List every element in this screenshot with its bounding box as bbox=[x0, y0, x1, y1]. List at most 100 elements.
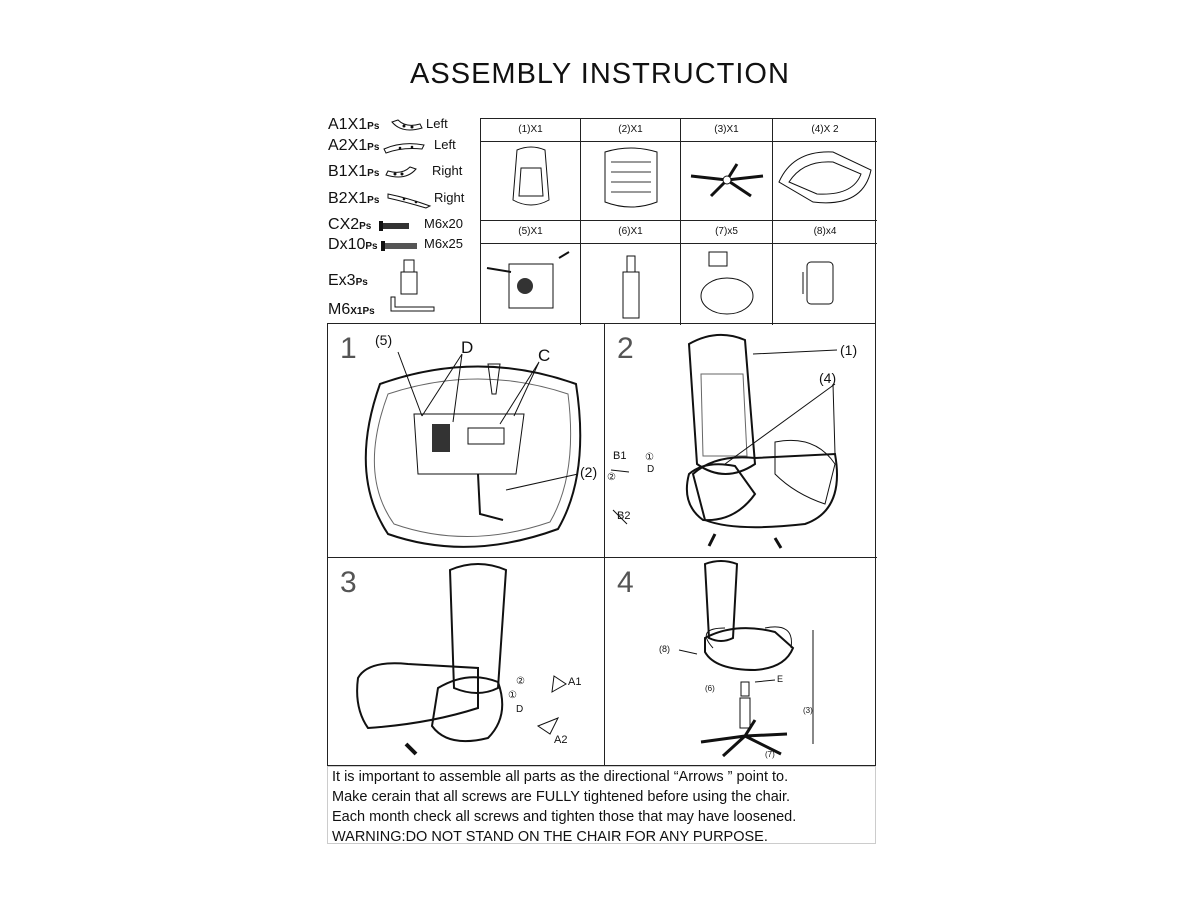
step-2: 2 (1) (4) B1 B2 D ① ② bbox=[605, 324, 877, 558]
hardware-code: B1 bbox=[328, 163, 348, 180]
assembly-notes: It is important to assemble all parts as… bbox=[327, 766, 876, 845]
callout-screw-c: C bbox=[538, 346, 551, 365]
callout-armrest-b2: B2 bbox=[617, 510, 631, 522]
step-1: 1 (5) D C (2) bbox=[328, 324, 605, 558]
armrest-cap-icon bbox=[391, 119, 423, 131]
assembly-steps: 1 (5) D C (2) 2 (1) (4) bbox=[327, 323, 877, 766]
armrest-cover-icon bbox=[383, 143, 425, 154]
step-1-illustration bbox=[364, 351, 582, 548]
hardware-unit: Ps bbox=[365, 241, 378, 252]
hardware-qty: x3 bbox=[338, 272, 356, 289]
step-4: 4 (8) E (6) (3) (7) bbox=[605, 558, 877, 765]
hardware-unit: Ps bbox=[367, 121, 380, 132]
part-label: (1)X1 bbox=[481, 119, 580, 142]
cap-plug-icon bbox=[802, 261, 834, 305]
hardware-unit: Ps bbox=[367, 168, 380, 179]
hardware-qty: x10 bbox=[339, 236, 366, 253]
callout-screw-d: D bbox=[461, 338, 474, 357]
hardware-label: M6x20 bbox=[424, 216, 464, 231]
hardware-unit: Ps bbox=[355, 277, 368, 288]
hardware-item-d: Dx10Ps M6x25 bbox=[328, 236, 478, 258]
hardware-unit: Ps bbox=[367, 195, 380, 206]
mechanism-icon bbox=[486, 251, 570, 309]
parts-grid: (1)X1 (2)X1 (3)X1 (4)X 2 (5)X1 (6)X1 (7)… bbox=[480, 118, 877, 325]
part-cell-1: (1)X1 bbox=[481, 119, 581, 221]
hardware-label: Right bbox=[434, 190, 465, 205]
hardware-code: C bbox=[328, 216, 340, 233]
step-number: 2 bbox=[617, 332, 634, 365]
part-label: (6)X1 bbox=[581, 221, 680, 244]
step-2-illustration bbox=[610, 333, 838, 549]
callout-part-5: (5) bbox=[375, 332, 393, 348]
callout-armrest-a1: A1 bbox=[568, 676, 582, 688]
step-3-illustration bbox=[356, 563, 567, 756]
hardware-unit: Ps bbox=[367, 142, 380, 153]
part-cell-4: (4)X 2 bbox=[773, 119, 877, 221]
callout-armrest-b1: B1 bbox=[613, 450, 627, 462]
hardware-qty: X1 bbox=[347, 163, 368, 180]
backrest-icon bbox=[512, 146, 550, 206]
callout-part-7: (7) bbox=[765, 750, 775, 759]
callout-part-6: (6) bbox=[705, 684, 715, 693]
caster-icon bbox=[700, 251, 754, 315]
hardware-qty: X1 bbox=[347, 116, 368, 133]
note-line: Make cerain that all screws are FULLY ti… bbox=[332, 789, 791, 805]
part-label: (5)X1 bbox=[481, 221, 580, 244]
armrest-cover-icon bbox=[387, 193, 432, 209]
warning-line: WARNING:DO NOT STAND ON THE CHAIR FOR AN… bbox=[332, 829, 768, 845]
screw-icon bbox=[379, 221, 409, 231]
step-4-illustration bbox=[678, 560, 814, 758]
step-number: 1 bbox=[340, 332, 357, 365]
callout-step-two: ② bbox=[516, 676, 525, 687]
hardware-code: D bbox=[328, 236, 340, 253]
part-cell-3: (3)X1 bbox=[681, 119, 773, 221]
part-cell-5: (5)X1 bbox=[481, 221, 581, 325]
gas-lift-icon bbox=[622, 255, 640, 319]
star-base-icon bbox=[690, 163, 764, 198]
part-cell-8: (8)x4 bbox=[773, 221, 877, 325]
armrest-icon bbox=[778, 151, 872, 204]
step-3: 3 A1 A2 D ① ② bbox=[328, 558, 605, 765]
part-label: (4)X 2 bbox=[773, 119, 877, 142]
hardware-code: A2 bbox=[328, 137, 348, 154]
callout-step-one: ① bbox=[508, 690, 517, 701]
screw-icon bbox=[381, 241, 417, 251]
hardware-item-m6: M6X1Ps bbox=[328, 296, 478, 323]
step-number: 3 bbox=[340, 566, 357, 599]
note-line: Each month check all screws and tighten … bbox=[332, 809, 797, 825]
part-cell-2: (2)X1 bbox=[581, 119, 681, 221]
hardware-label: Left bbox=[426, 116, 448, 131]
hardware-label: Left bbox=[434, 137, 456, 152]
callout-step-two: ② bbox=[607, 472, 616, 483]
seat-icon bbox=[604, 147, 658, 208]
hardware-label: Right bbox=[432, 163, 463, 178]
callout-part-1: (1) bbox=[840, 342, 858, 358]
part-cell-6: (6)X1 bbox=[581, 221, 681, 325]
hardware-item-e: Ex3Ps bbox=[328, 272, 478, 294]
callout-screw-d: D bbox=[516, 704, 524, 715]
armrest-cap-icon bbox=[385, 166, 417, 178]
allen-key-icon bbox=[390, 296, 435, 312]
part-label: (8)x4 bbox=[773, 221, 877, 244]
part-label: (2)X1 bbox=[581, 119, 680, 142]
callout-screw-d: D bbox=[647, 464, 655, 475]
hardware-item-a1: A1X1Ps Left bbox=[328, 116, 478, 138]
spacer-sleeve-icon bbox=[400, 259, 418, 295]
hardware-item-b2: B2X1Ps Right bbox=[328, 190, 478, 212]
hardware-label: M6x25 bbox=[424, 236, 464, 251]
part-label: (7)x5 bbox=[681, 221, 772, 244]
callout-part-3: (3) bbox=[803, 706, 813, 715]
page-title: ASSEMBLY INSTRUCTION bbox=[410, 58, 790, 90]
callout-part-2: (2) bbox=[580, 464, 598, 480]
note-line: It is important to assemble all parts as… bbox=[332, 769, 789, 785]
part-label: (3)X1 bbox=[681, 119, 772, 142]
hardware-item-c: CX2Ps M6x20 bbox=[328, 216, 478, 238]
hardware-code: B2 bbox=[328, 190, 348, 207]
hardware-qty: X1 bbox=[347, 190, 368, 207]
callout-armrest-a2: A2 bbox=[554, 734, 568, 746]
callout-part-8: (8) bbox=[659, 644, 670, 654]
hardware-unit: Ps bbox=[362, 306, 375, 317]
hardware-code: E bbox=[328, 272, 339, 289]
hardware-unit: Ps bbox=[359, 221, 372, 232]
hardware-qty: X2 bbox=[339, 216, 360, 233]
